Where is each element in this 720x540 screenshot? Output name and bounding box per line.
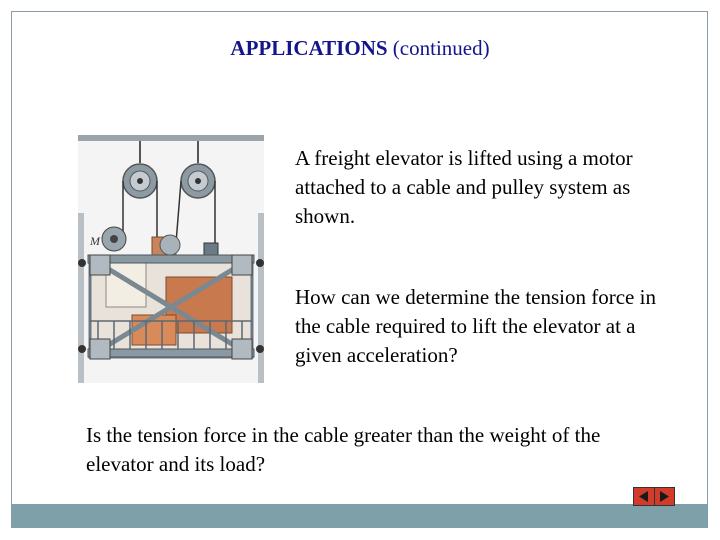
triangle-right-icon <box>660 491 670 502</box>
slide-navigation <box>633 487 675 506</box>
title-rest: (continued) <box>387 36 490 60</box>
motor-label: M <box>89 234 101 248</box>
title-bold: APPLICATIONS <box>230 36 388 60</box>
triangle-left-icon <box>638 491 648 502</box>
previous-slide-button[interactable] <box>634 488 654 505</box>
bottom-bar <box>12 504 708 528</box>
tension-question: How can we determine the tension force i… <box>295 285 656 367</box>
slide-title: APPLICATIONS (continued) <box>0 36 720 61</box>
elevator-description: A freight elevator is lifted using a mot… <box>295 146 633 228</box>
next-slide-button[interactable] <box>653 488 674 505</box>
weight-question: Is the tension force in the cable greate… <box>86 423 601 476</box>
freight-elevator-figure: M <box>78 135 264 383</box>
